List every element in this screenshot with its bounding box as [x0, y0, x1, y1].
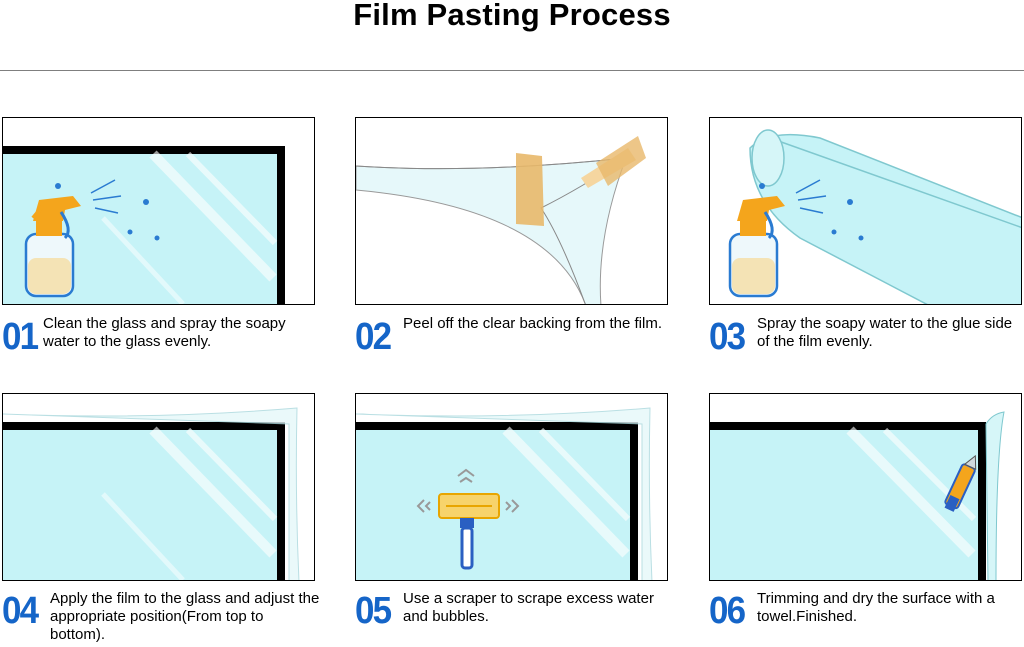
step-1-number: 01: [2, 316, 39, 358]
step-2-text: Peel off the clear backing from the film…: [403, 315, 663, 332]
spray-bottle-icon: [728, 196, 785, 298]
step-5-number: 05: [355, 590, 392, 632]
step-5-illustration: [355, 393, 668, 581]
step-6-text: Trimming and dry the surface with a towe…: [757, 590, 995, 625]
utility-knife-icon: [944, 454, 977, 512]
spray-bottle-icon: [24, 196, 81, 298]
step-4-illustration: [2, 393, 315, 581]
step-1-illustration: [2, 117, 315, 305]
page-title: Film Pasting Process: [353, 0, 671, 32]
step-4-number: 04: [2, 590, 39, 632]
step-4-text: Apply the film to the glass and adjust t…: [50, 590, 320, 643]
step-5-text: Use a scraper to scrape excess water and…: [403, 590, 654, 625]
title-divider: [0, 70, 1024, 71]
step-2-number: 02: [355, 316, 392, 358]
step-6-illustration: [709, 393, 1022, 581]
tape-icon: [516, 136, 646, 226]
step-1-text: Clean the glass and spray the soapy wate…: [43, 315, 286, 350]
step-3-number: 03: [709, 316, 746, 358]
step-2-illustration: [355, 117, 668, 305]
step-6-number: 06: [709, 590, 746, 632]
step-3-text: Spray the soapy water to the glue side o…: [757, 315, 1013, 350]
step-3-illustration: [709, 117, 1022, 305]
scraper-icon: [438, 493, 500, 570]
